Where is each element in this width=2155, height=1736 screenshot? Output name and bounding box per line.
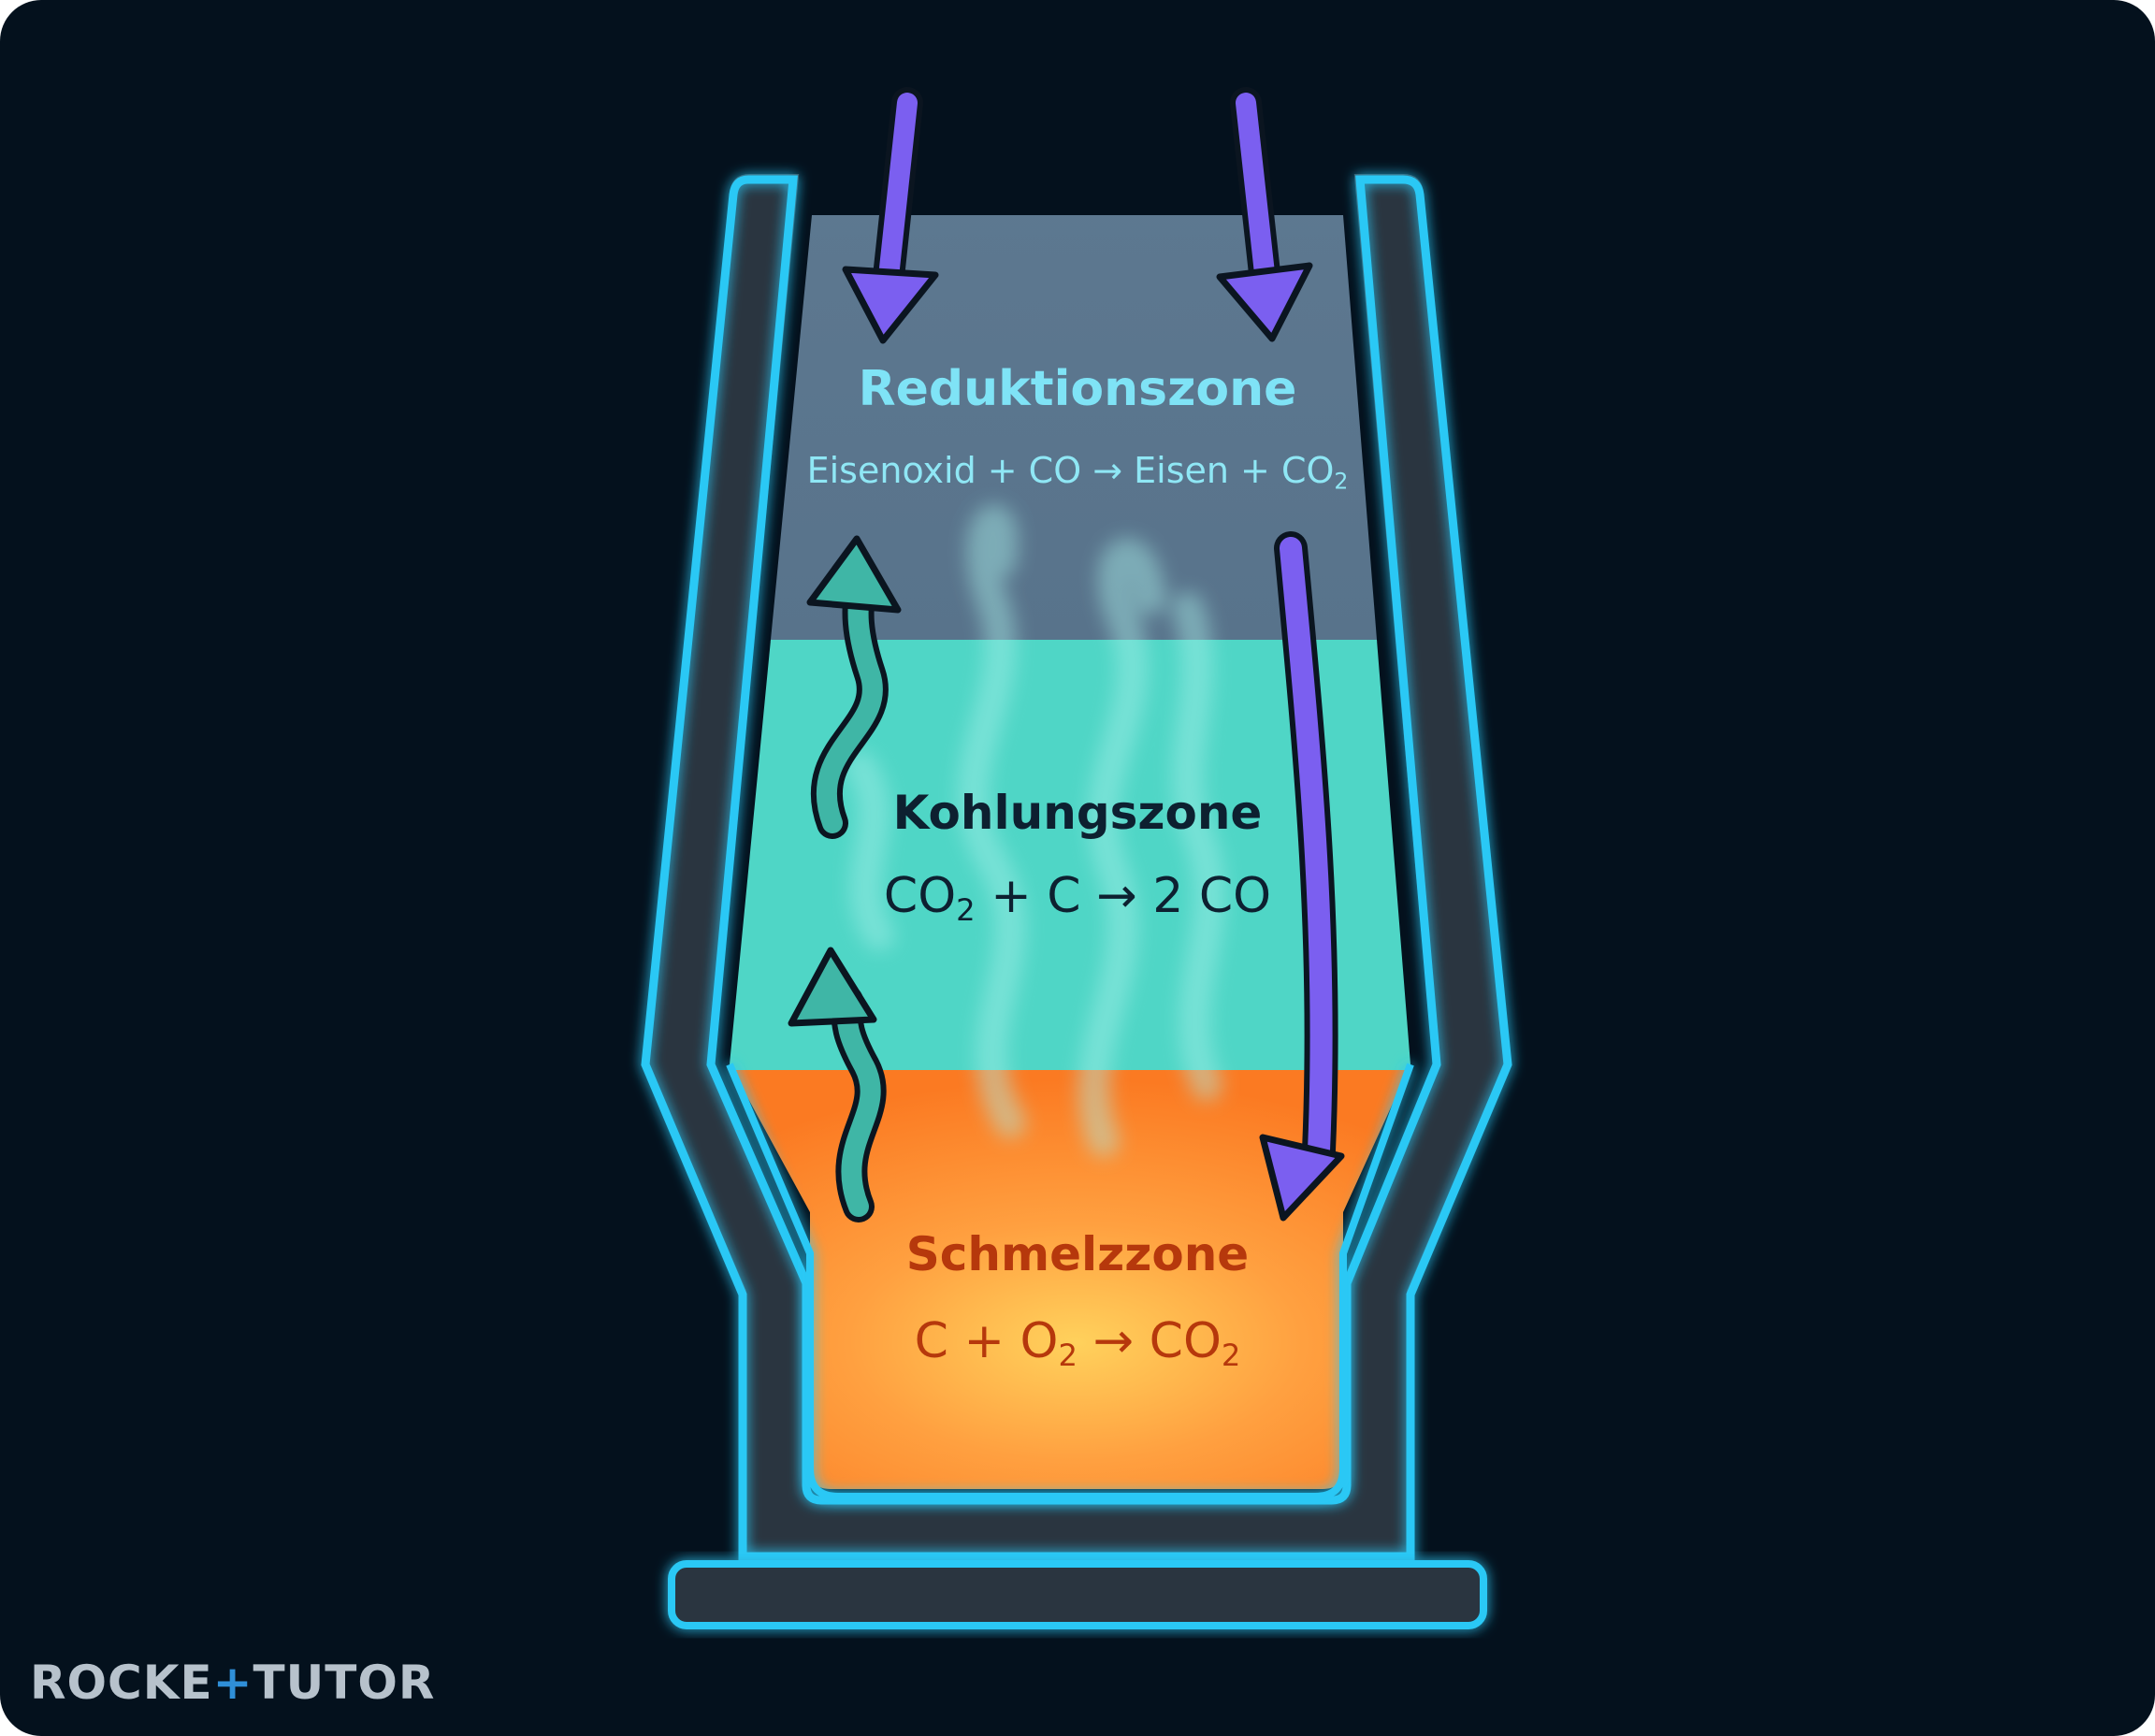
reduction-zone-equation: Eisenoxid + CO → Eisen + CO2	[806, 450, 1349, 495]
melting-zone-title: Schmelzzone	[905, 1227, 1250, 1281]
rocket-tutor-logo: ROCKE+TUTOR	[30, 1656, 436, 1710]
gas-arrows	[788, 535, 902, 1222]
carburization-zone-fill	[730, 640, 1410, 1072]
gas-wisps	[845, 504, 1225, 1157]
gas-arrow-lower	[788, 947, 887, 1222]
melting-bowl-outline	[726, 1063, 1414, 1500]
material-arrow-top-left	[842, 87, 939, 344]
material-arrows	[842, 87, 1345, 1222]
material-arrow-top-right	[1216, 87, 1313, 342]
material-arrow-descending	[1259, 531, 1345, 1222]
furnace-outer-outline	[641, 175, 1512, 1561]
melting-zone-equation: C + O2 → CO2	[914, 1313, 1241, 1374]
furnace-base	[668, 1560, 1487, 1629]
gas-arrow-upper	[806, 535, 902, 839]
reduction-zone-title: Reduktionszone	[858, 361, 1297, 417]
carburization-zone-equation: CO2 + C → 2 CO	[883, 868, 1272, 929]
carburization-zone-title: Kohlungszone	[892, 786, 1263, 840]
